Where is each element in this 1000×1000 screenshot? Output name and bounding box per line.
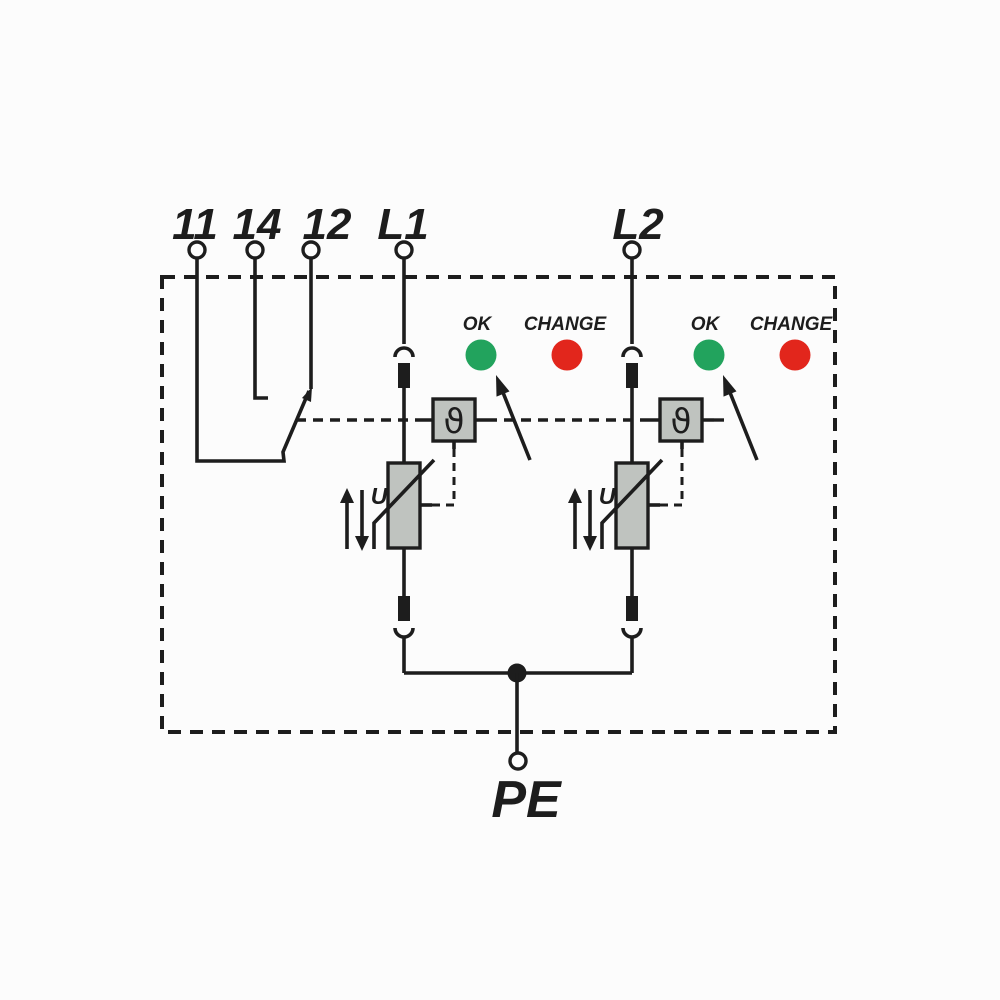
change-led-icon — [551, 339, 583, 371]
status-leds-l1: OK CHANGE — [463, 314, 608, 461]
disconnect-arc-icon — [621, 346, 643, 358]
varistor-l2: U — [568, 458, 664, 551]
thermal-sensor-l1: ϑ — [421, 397, 487, 507]
disconnect-block-icon — [398, 596, 410, 621]
terminal-14-connector — [245, 240, 265, 260]
ok-indicator-arrow-icon — [723, 375, 759, 461]
remote-signal-contact: 11 14 12 — [172, 200, 352, 463]
arrow-shaft — [500, 389, 532, 461]
down-arrow-head — [583, 536, 597, 551]
terminal-11-wire-and-lever — [195, 258, 311, 463]
terminal-14: 14 — [233, 200, 281, 400]
lower-disconnect-l2 — [621, 596, 643, 639]
terminal-14-wire — [253, 258, 268, 400]
varistor-l1: U — [340, 458, 436, 551]
arrow-head — [723, 375, 737, 397]
change-led-icon — [779, 339, 811, 371]
theta-icon: ϑ — [670, 402, 691, 442]
status-leds-l2: OK CHANGE — [691, 314, 834, 461]
disconnect-arc-icon — [393, 346, 415, 358]
sensor-link-dash — [660, 449, 684, 507]
disconnect-block-icon — [398, 363, 410, 388]
terminal-l2-label: L2 — [612, 200, 664, 249]
lower-disconnect-l1 — [393, 596, 415, 639]
theta-icon: ϑ — [443, 402, 464, 442]
earth-connection: PE — [404, 663, 632, 829]
up-arrow-head — [568, 488, 582, 503]
voltage-arrows-icon — [340, 488, 369, 551]
arrow-shaft — [727, 389, 759, 461]
ok-led-label: OK — [691, 314, 721, 335]
sensor-link-dash — [432, 449, 456, 507]
terminal-pe-label: PE — [491, 771, 562, 829]
terminal-l2: L2 — [612, 200, 664, 260]
terminal-l1-connector — [394, 240, 414, 260]
ok-led-icon — [693, 339, 725, 371]
voltage-arrows-icon — [568, 488, 597, 551]
varistor-u-label: U — [599, 483, 617, 509]
change-led-label: CHANGE — [524, 314, 608, 335]
ok-indicator-arrow-icon — [496, 375, 532, 461]
upper-disconnect-l1 — [393, 346, 415, 388]
terminal-l1: L1 — [377, 200, 429, 260]
terminal-11-connector — [187, 240, 207, 260]
channel-l1: L1 U ϑ — [340, 200, 607, 673]
ok-led-label: OK — [463, 314, 493, 335]
disconnect-arc-icon — [621, 627, 643, 639]
channel-l2: L2 U ϑ — [568, 200, 833, 673]
terminal-pe-connector — [508, 751, 528, 771]
up-arrow-head — [340, 488, 354, 503]
varistor-diagonal — [600, 458, 664, 549]
down-arrow-head — [355, 536, 369, 551]
terminal-l2-connector — [622, 240, 642, 260]
contact-lever-tip — [302, 387, 312, 402]
disconnect-arc-icon — [393, 627, 415, 639]
change-led-label: CHANGE — [750, 314, 834, 335]
upper-disconnect-l2 — [621, 346, 643, 388]
thermal-sensor-box — [658, 397, 704, 443]
arrow-head — [496, 375, 510, 397]
terminal-12-connector — [301, 240, 321, 260]
terminal-11: 11 — [172, 200, 312, 463]
device-boundary — [160, 275, 837, 734]
disconnect-block-icon — [626, 596, 638, 621]
terminal-12: 12 — [301, 200, 352, 389]
disconnect-block-icon — [626, 363, 638, 388]
varistor-diagonal — [372, 458, 436, 549]
thermal-sensor-box — [431, 397, 477, 443]
thermal-sensor-l2: ϑ — [648, 397, 714, 507]
varistor-u-label: U — [371, 483, 389, 509]
ok-led-icon — [465, 339, 497, 371]
